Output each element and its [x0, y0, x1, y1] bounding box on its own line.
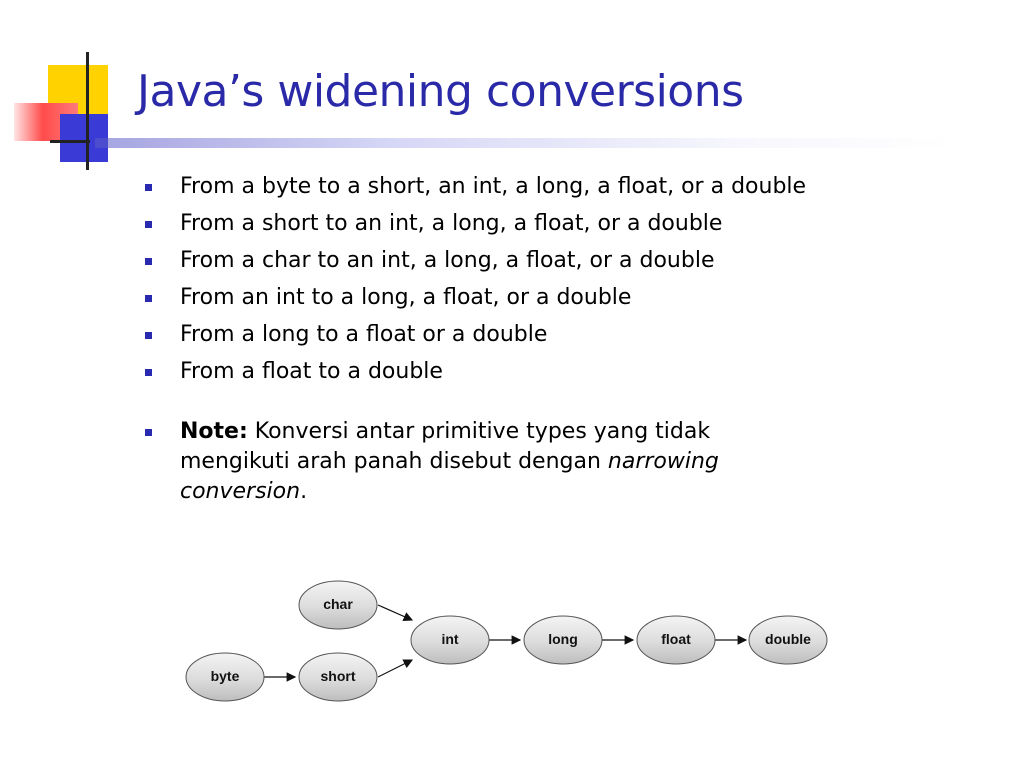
bullet-item: From a long to a float or a double [142, 320, 822, 350]
bullet-item: From a byte to a short, an int, a long, … [142, 172, 822, 202]
node-byte: byte [185, 652, 265, 702]
note-label: Note: [180, 419, 248, 444]
bullet-marker [145, 295, 152, 302]
diagram-edges [263, 604, 748, 682]
title-underline [95, 138, 955, 148]
edge-char-int [377, 604, 414, 622]
bullet-item: From a float to a double [142, 357, 822, 387]
note-end: . [300, 479, 308, 504]
corner-logo [0, 0, 150, 180]
node-float-label: float [661, 631, 691, 647]
bullet-marker [145, 221, 152, 228]
node-byte-label: byte [211, 668, 240, 684]
bullet-text: From an int to a long, a float, or a dou… [180, 285, 632, 310]
node-short-label: short [321, 668, 356, 684]
bullet-marker [145, 429, 152, 436]
bullet-text: From a long to a float or a double [180, 322, 548, 347]
bullet-list: From a byte to a short, an int, a long, … [142, 172, 822, 514]
bullet-text: From a byte to a short, an int, a long, … [180, 174, 807, 199]
note-bullet: Note: Konversi antar primitive types yan… [142, 417, 822, 507]
node-int: int [410, 615, 490, 665]
node-short: short [298, 652, 378, 702]
slide-title: Java’s widening conversions [137, 66, 744, 117]
edge-short-int [377, 659, 414, 678]
bullet-item: From a short to an int, a long, a float,… [142, 209, 822, 239]
node-int-label: int [441, 631, 458, 647]
node-double: double [748, 615, 828, 665]
bullet-marker [145, 184, 152, 191]
node-long-label: long [548, 631, 578, 647]
note-emphasis: narrowing conversion [180, 449, 719, 504]
bullet-marker [145, 332, 152, 339]
node-double-label: double [765, 631, 811, 647]
bullet-marker [145, 258, 152, 265]
bullet-text: From a short to an int, a long, a float,… [180, 211, 723, 236]
logo-horizontal-line [50, 140, 90, 143]
node-char-label: char [323, 596, 353, 612]
conversion-diagram: char byte short int long float double [185, 580, 828, 702]
node-float: float [636, 615, 716, 665]
node-char: char [298, 580, 378, 630]
bullet-item: From an int to a long, a float, or a dou… [142, 283, 822, 313]
bullet-text: From a float to a double [180, 359, 443, 384]
logo-vertical-line [86, 52, 89, 170]
bullet-item: From a char to an int, a long, a float, … [142, 246, 822, 276]
bullet-marker [145, 369, 152, 376]
bullet-text: From a char to an int, a long, a float, … [180, 248, 715, 273]
node-long: long [523, 615, 603, 665]
note-text: Konversi antar primitive types yang tida… [180, 419, 711, 474]
